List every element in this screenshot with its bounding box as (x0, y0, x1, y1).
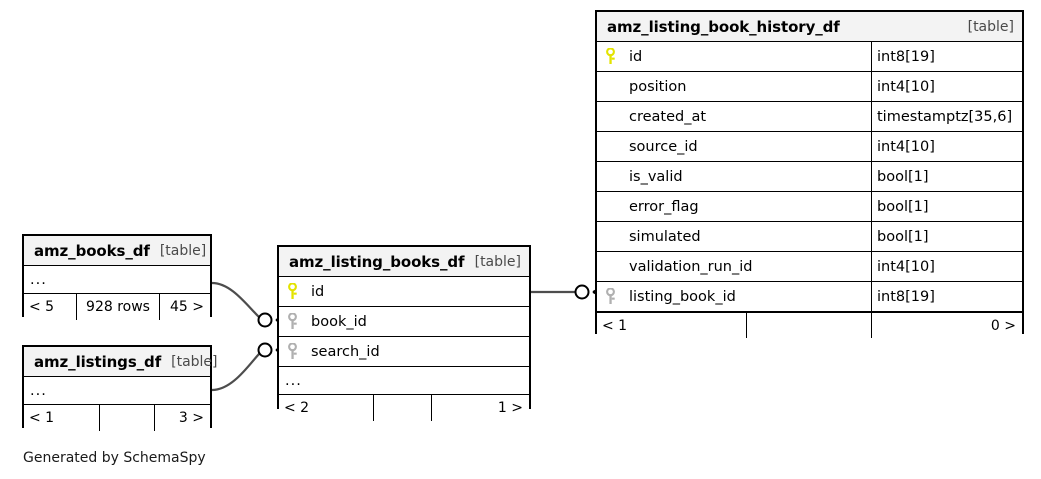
table-row[interactable]: position int4[10] (597, 72, 1022, 102)
footer-row-count (99, 405, 155, 431)
edge-optional-marker-listings (257, 342, 273, 358)
column-name: simulated (629, 228, 701, 245)
more-columns-indicator[interactable]: ... (24, 377, 210, 405)
footer-prev-count[interactable]: < 1 (602, 317, 628, 334)
column-type-cell: int8[19] (871, 42, 1022, 71)
column-name-cell: listing_book_id (597, 282, 871, 311)
edge-optional-marker-books (257, 312, 273, 328)
table-row[interactable]: listing_book_id int8[19] (597, 282, 1022, 312)
table-amz-listing-books-df[interactable]: amz_listing_books_df [table] id (277, 245, 531, 421)
footer-next-count[interactable]: 45 > (170, 299, 204, 315)
primary-key-icon (603, 48, 617, 65)
column-name-cell: search_id (279, 337, 529, 366)
table-title-bar: amz_books_df [table] (24, 236, 210, 266)
table-amz-books-df[interactable]: amz_books_df [table] ... < 5 928 rows 45… (22, 234, 212, 320)
column-type-cell: int4[10] (871, 132, 1022, 161)
table-title-bar: amz_listing_book_history_df [table] (597, 12, 1022, 42)
column-name-cell: id (597, 42, 871, 71)
table-kind-label: [table] (967, 18, 1014, 35)
column-name: listing_book_id (629, 288, 736, 305)
table-amz-listings-df[interactable]: amz_listings_df [table] ... < 1 3 > (22, 345, 218, 431)
column-name-cell: error_flag (597, 192, 871, 221)
footer-row-count (746, 313, 872, 338)
column-type-cell: int8[19] (871, 282, 1022, 311)
footer-next-count[interactable]: 0 > (990, 317, 1016, 334)
column-name: created_at (629, 108, 707, 125)
table-name: amz_listing_book_history_df (607, 17, 840, 36)
table-title-bar: amz_listings_df [table] (24, 347, 218, 377)
edge-listings-to-listing-books (211, 351, 262, 392)
column-name-cell: simulated (597, 222, 871, 251)
column-type-cell: bool[1] (871, 162, 1022, 191)
column-name-cell: created_at (597, 102, 871, 131)
table-row[interactable]: created_at timestamptz[35,6] (597, 102, 1022, 132)
foreign-key-icon (285, 313, 299, 330)
more-columns-indicator[interactable]: ... (24, 266, 210, 294)
footer-prev-count[interactable]: < 1 (29, 410, 55, 426)
table-row[interactable]: search_id (279, 337, 529, 367)
column-name-cell: source_id (597, 132, 871, 161)
table-name: amz_listing_books_df (289, 252, 465, 271)
table-row[interactable]: validation_run_id int4[10] (597, 252, 1022, 282)
table-kind-label: [table] (159, 242, 207, 259)
more-columns-indicator[interactable]: ... (279, 367, 529, 395)
table-footer: < 2 1 > (279, 395, 529, 421)
edge-books-to-listing-books (211, 281, 262, 320)
column-name-cell: is_valid (597, 162, 871, 191)
column-name-cell: id (279, 277, 529, 306)
table-name: amz_books_df (34, 241, 150, 260)
table-footer: < 1 0 > (597, 312, 1022, 338)
column-name: position (629, 78, 687, 95)
column-name: is_valid (629, 168, 683, 185)
footer-row-count: 928 rows (76, 294, 160, 320)
column-name: book_id (311, 313, 367, 330)
table-title-bar: amz_listing_books_df [table] (279, 247, 529, 277)
table-row[interactable]: id (279, 277, 529, 307)
table-row[interactable]: simulated bool[1] (597, 222, 1022, 252)
column-type-cell: bool[1] (871, 192, 1022, 221)
table-row[interactable]: source_id int4[10] (597, 132, 1022, 162)
column-name-cell: book_id (279, 307, 529, 336)
column-type-cell: bool[1] (871, 222, 1022, 251)
table-footer: < 1 3 > (24, 405, 210, 431)
column-name: id (311, 283, 325, 300)
edge-optional-marker-history (574, 284, 590, 300)
primary-key-icon (285, 283, 299, 300)
table-name: amz_listings_df (34, 352, 162, 371)
footer-row-count (373, 395, 432, 421)
column-name: validation_run_id (629, 258, 753, 275)
table-footer: < 5 928 rows 45 > (24, 294, 210, 320)
table-row[interactable]: book_id (279, 307, 529, 337)
column-type-cell: timestamptz[35,6] (871, 102, 1022, 131)
foreign-key-icon (603, 288, 617, 305)
footer-next-count[interactable]: 3 > (178, 410, 204, 426)
table-row[interactable]: error_flag bool[1] (597, 192, 1022, 222)
column-name: error_flag (629, 198, 699, 215)
column-name: search_id (311, 343, 380, 360)
footer-prev-count[interactable]: < 2 (284, 400, 310, 416)
table-kind-label: [table] (171, 353, 218, 370)
column-name: id (629, 48, 643, 65)
column-name-cell: position (597, 72, 871, 101)
column-name-cell: validation_run_id (597, 252, 871, 281)
table-row[interactable]: is_valid bool[1] (597, 162, 1022, 192)
column-name: source_id (629, 138, 698, 155)
generated-by-caption: Generated by SchemaSpy (23, 450, 206, 466)
foreign-key-icon (285, 343, 299, 360)
column-type-cell: int4[10] (871, 72, 1022, 101)
table-row[interactable]: id int8[19] (597, 42, 1022, 72)
table-amz-listing-book-history-df[interactable]: amz_listing_book_history_df [table] id i… (595, 10, 1024, 338)
table-kind-label: [table] (474, 253, 521, 270)
footer-prev-count[interactable]: < 5 (29, 299, 55, 315)
footer-next-count[interactable]: 1 > (497, 400, 523, 416)
column-type-cell: int4[10] (871, 252, 1022, 281)
